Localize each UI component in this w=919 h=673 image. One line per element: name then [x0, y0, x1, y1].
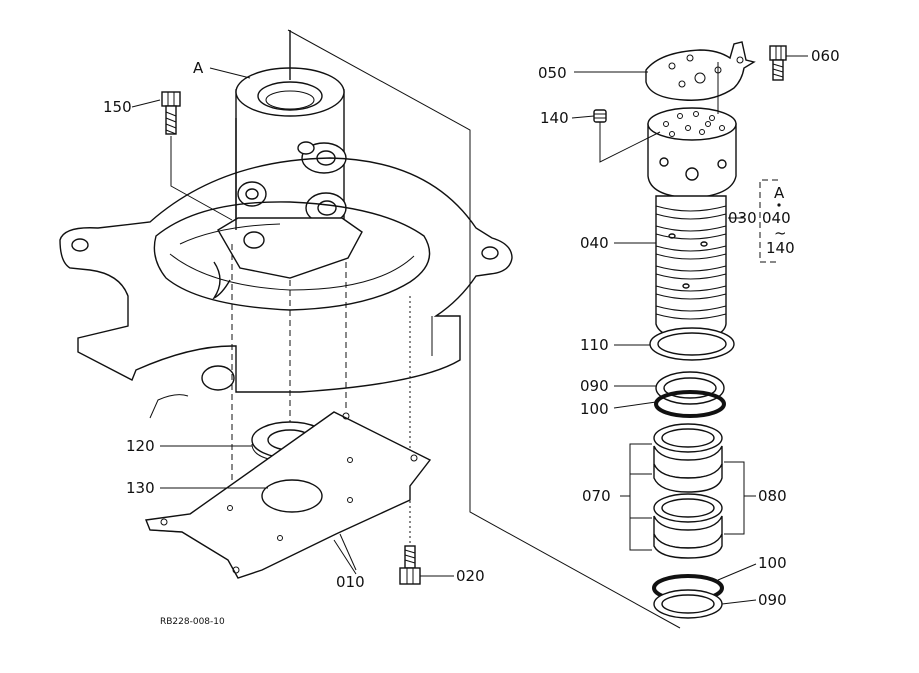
label-150: 150 — [103, 98, 132, 116]
detail-label-a: A — [774, 184, 785, 202]
label-060: 060 — [811, 47, 840, 65]
label-130: 130 — [126, 479, 155, 497]
bolt-150 — [161, 91, 233, 221]
label-090-lower: 090 — [758, 591, 787, 609]
seal-stack-upper — [653, 423, 723, 493]
leader-lines — [131, 55, 808, 605]
detail-a-labels: A 040 ~ 140 — [762, 184, 795, 257]
seal-stack-lower — [653, 493, 723, 559]
reference-lines — [287, 29, 681, 629]
plug-140 — [593, 109, 607, 123]
o-ring-100-upper — [654, 390, 726, 418]
ring-090-upper — [655, 371, 725, 405]
center-lines — [231, 244, 411, 546]
swivel-joint-housing — [217, 30, 363, 279]
detail-label-140: 140 — [766, 239, 795, 257]
label-030: 030 — [728, 209, 757, 227]
label-100-lower: 100 — [758, 554, 787, 572]
detail-label-040: 040 — [762, 209, 791, 227]
label-070: 070 — [582, 487, 611, 505]
ring-090-lower — [653, 589, 723, 619]
bolt-060 — [769, 45, 787, 81]
label-090-upper: 090 — [580, 377, 609, 395]
part-labels: A 150 120 130 010 020 050 060 140 030 04… — [103, 47, 840, 609]
label-110: 110 — [580, 336, 609, 354]
figure-code: RB228-008-10 — [160, 617, 225, 627]
top-cover-050 — [645, 41, 756, 101]
label-080: 080 — [758, 487, 787, 505]
label-a: A — [193, 59, 204, 77]
label-050: 050 — [538, 64, 567, 82]
cover-plate-010 — [145, 411, 432, 579]
spindle-seal-grooves-040 — [655, 195, 727, 341]
label-020: 020 — [456, 567, 485, 585]
label-120: 120 — [126, 437, 155, 455]
swivel-rotor-030 — [599, 62, 737, 199]
detail-dot — [777, 203, 781, 207]
ring-110 — [649, 327, 735, 361]
detail-label-tilde: ~ — [774, 224, 787, 242]
label-140: 140 — [540, 109, 569, 127]
label-100-upper: 100 — [580, 400, 609, 418]
bolt-020 — [399, 545, 421, 585]
label-010: 010 — [336, 573, 365, 591]
label-040: 040 — [580, 234, 609, 252]
